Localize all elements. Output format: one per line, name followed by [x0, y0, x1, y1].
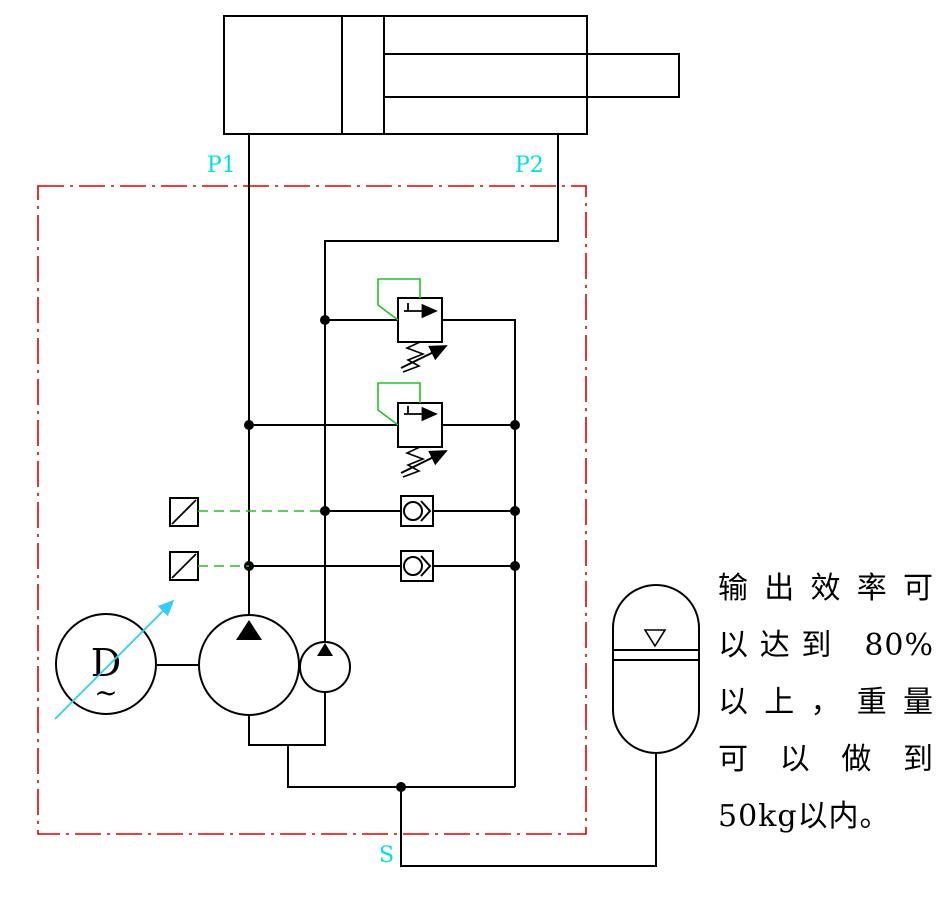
port-label-s: S — [379, 843, 394, 868]
gas-charge-triangle-icon — [643, 629, 667, 648]
pump-direction-triangle-icon — [236, 620, 262, 640]
pressure-sensor-1 — [169, 497, 325, 527]
junction-dot — [510, 561, 520, 571]
relief-valve-2 — [377, 382, 448, 478]
hydraulic-cylinder — [223, 15, 680, 135]
hydraulic-lines — [157, 134, 657, 867]
caption-line-4: 可 以 做 到 — [718, 742, 934, 777]
junction-dots — [244, 315, 520, 792]
variable-speed-arrow-icon — [54, 599, 175, 720]
accumulator-shell — [612, 584, 700, 754]
pilot-line — [377, 278, 421, 321]
return-manifold — [442, 319, 516, 787]
check-seat-icon — [420, 500, 432, 522]
suction-to-tank — [287, 745, 515, 788]
check-valve-2 — [400, 550, 434, 582]
pilot-line — [377, 382, 421, 426]
pressure-sensor-2 — [169, 551, 249, 581]
sensor-diagonal-icon — [171, 499, 197, 525]
junction-dot — [244, 420, 254, 430]
cylinder-rod — [383, 53, 680, 98]
spring-icon — [402, 341, 426, 373]
auxiliary-pump — [299, 641, 351, 693]
pump-circle — [198, 614, 300, 716]
electric-motor: D ~ — [54, 599, 175, 720]
caption-text: 输出效率可 以达到 80% 以上，重量 可 以 做 到 50kg以内。 — [718, 560, 934, 845]
accumulator — [612, 584, 700, 754]
main-pump — [198, 614, 300, 716]
cylinder-barrel — [223, 15, 588, 135]
check-valve-1 — [400, 495, 434, 527]
sensor-diagonal-icon — [171, 553, 197, 579]
motor-tilde: ~ — [94, 676, 117, 709]
relief-valve-1 — [377, 278, 448, 373]
pump-direction-triangle-icon — [317, 643, 333, 656]
adjust-arrow-icon — [400, 450, 448, 474]
junction-dot — [320, 506, 330, 516]
pump-circle — [299, 641, 351, 693]
caption-line-3: 以上，重量 — [718, 685, 934, 720]
check-ball-icon — [403, 556, 423, 576]
check-ball-icon — [403, 501, 423, 521]
motor-circle — [55, 613, 157, 715]
junction-dot — [396, 782, 406, 792]
line-p2 — [324, 134, 559, 642]
valve-body — [397, 402, 443, 448]
port-label-p2: P2 — [515, 153, 544, 178]
port-label-p1: P1 — [207, 153, 236, 178]
caption-line-1: 输出效率可 — [718, 571, 934, 606]
cylinder-piston — [341, 15, 385, 135]
line-to-accumulator — [400, 753, 657, 867]
valve-body — [397, 297, 443, 343]
spring-icon — [402, 446, 426, 478]
caption-line-5: 50kg以内。 — [718, 799, 891, 834]
junction-dot — [320, 315, 330, 325]
power-unit-boundary — [37, 185, 587, 835]
caption-line-2: 以达到 80% — [718, 628, 934, 663]
adjust-arrow-icon — [400, 345, 448, 369]
junction-dot — [510, 506, 520, 516]
junction-dot — [510, 420, 520, 430]
check-seat-icon — [420, 555, 432, 577]
